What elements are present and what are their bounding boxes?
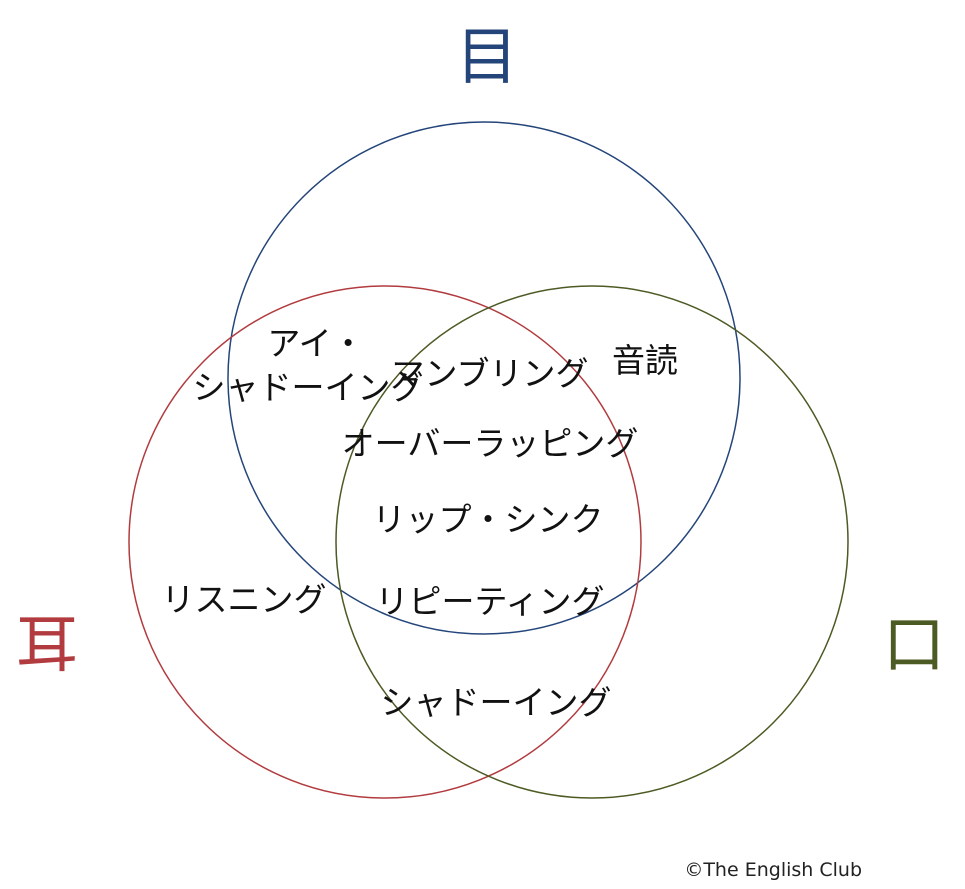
overlapping-text: オーバーラッピング [342, 424, 639, 463]
ear-label: 耳 [16, 608, 78, 681]
shadowing-text: シャドーイング [381, 683, 612, 722]
eye-ear-text-line1: アイ・ [267, 324, 364, 363]
ear-circle [128, 285, 642, 799]
listening-text: リスニング [162, 580, 327, 619]
copyright-notice: ©The English Club [684, 859, 862, 881]
lip-sync-text: リップ・シンク [373, 500, 604, 539]
eye-label: 目 [456, 20, 518, 93]
mumbling-text: マンブリング [391, 354, 588, 393]
reading-aloud-text: 音読 [612, 341, 678, 380]
repeating-text: リピーティング [375, 582, 604, 621]
eye-ear-text-line2: シャドーイング [193, 368, 424, 407]
mouth-circle [335, 285, 849, 799]
eye-circle [227, 121, 741, 635]
mouth-label: 口 [883, 608, 945, 681]
